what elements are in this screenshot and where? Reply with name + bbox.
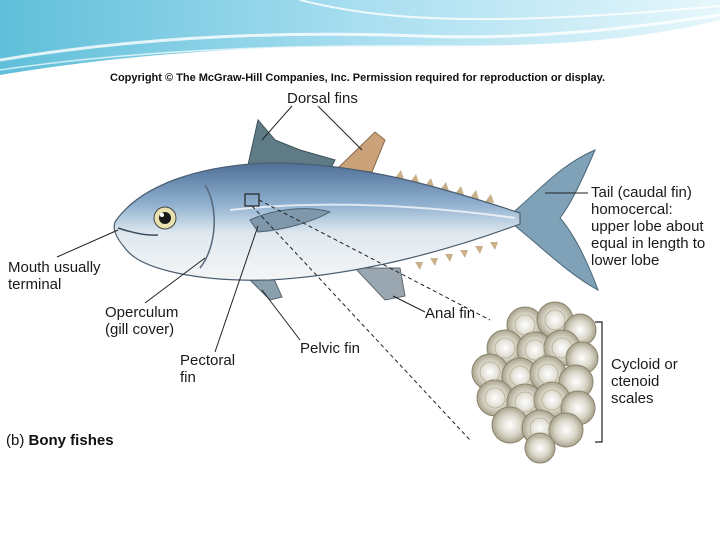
label-scales: Cycloid or ctenoid scales bbox=[611, 356, 678, 407]
label-tail: Tail (caudal fin) homocercal: upper lobe… bbox=[591, 184, 706, 269]
first-dorsal-fin bbox=[247, 118, 336, 171]
second-dorsal-fin bbox=[336, 131, 386, 173]
label-anal-fin: Anal fin bbox=[425, 305, 476, 322]
header-banner bbox=[0, 0, 720, 75]
label-pelvic-fin: Pelvic fin bbox=[300, 340, 361, 357]
ventral-finlets bbox=[415, 242, 498, 270]
caudal-fin bbox=[509, 149, 599, 292]
leader-lines bbox=[56, 105, 588, 353]
copyright-notice: Copyright © The McGraw-Hill Companies, I… bbox=[110, 72, 606, 84]
label-operculum: Operculum (gill cover) bbox=[105, 304, 179, 338]
fish-body bbox=[113, 162, 521, 281]
operculum-line bbox=[199, 184, 215, 269]
scales-bracket bbox=[595, 321, 603, 443]
dorsal-finlets bbox=[395, 170, 494, 203]
label-pectoral-fin: Pectoral fin bbox=[180, 352, 236, 386]
label-dorsal-fins: Dorsal fins bbox=[287, 90, 358, 107]
label-mouth: Mouth usually terminal bbox=[8, 259, 101, 293]
scales-cluster bbox=[471, 301, 599, 464]
anal-fin-shape bbox=[353, 267, 406, 301]
figure-caption: (b) Bony fishes bbox=[6, 432, 114, 449]
caption-part: (b) bbox=[6, 432, 25, 449]
caption-title: Bony fishes bbox=[28, 432, 114, 449]
pectoral-fin-shape bbox=[249, 208, 332, 233]
mouth-line bbox=[117, 227, 159, 236]
